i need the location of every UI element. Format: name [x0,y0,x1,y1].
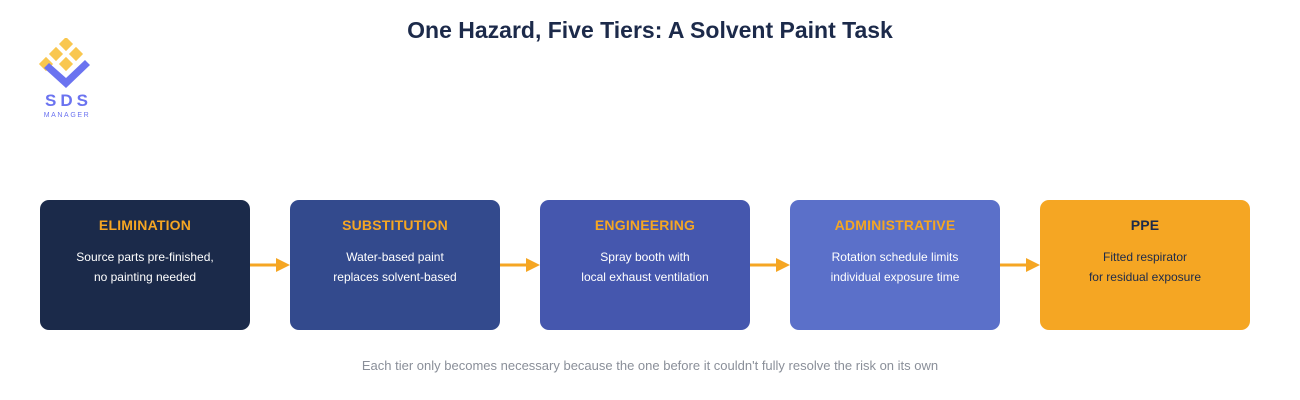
tier-desc-line: individual exposure time [830,270,960,284]
tier-desc-line: Spray booth with [600,250,690,264]
tier-desc-line: for residual exposure [1088,270,1202,284]
tier-description: Spray booth with local exhaust ventilati… [540,247,750,287]
logo-mark-icon [38,38,90,88]
logo-wordmark: SDS [45,91,92,110]
tier-desc-line: no painting needed [93,270,197,284]
footnote: Each tier only becomes necessary because… [361,358,939,373]
tier-desc-line: replaces solvent-based [333,270,457,284]
tier-desc-line: local exhaust ventilation [581,270,709,284]
tier-name: SUBSTITUTION [342,217,448,233]
tier-desc-line: Source parts pre-finished, [76,250,214,264]
right-arrow-icon [1000,258,1040,272]
tier-card-ppe: PPE Fitted respirator for residual expos… [1040,200,1250,330]
tier-description: Fitted respirator for residual exposure [1040,247,1250,287]
tier-name: ELIMINATION [98,217,192,233]
page-title: One Hazard, Five Tiers: A Solvent Paint … [407,17,893,43]
tier-desc-line: Water-based paint [346,250,444,264]
tier-card-substitution: SUBSTITUTION Water-based paint replaces … [290,200,500,330]
tier-card-elimination: ELIMINATION Source parts pre-finished, n… [40,200,250,330]
right-arrow-icon [750,258,790,272]
right-arrow-icon [250,258,290,272]
tier-card-engineering: ENGINEERING Spray booth with local exhau… [540,200,750,330]
tier-name: PPE [1130,217,1160,233]
tier-description: Rotation schedule limits individual expo… [790,247,1000,287]
tier-name: ADMINISTRATIVE [834,217,956,233]
sds-manager-logo: SDS MANAGER [38,38,96,124]
tier-description: Source parts pre-finished, no painting n… [40,247,250,287]
right-arrow-icon [500,258,540,272]
tier-description: Water-based paint replaces solvent-based [290,247,500,287]
tier-desc-line: Rotation schedule limits [831,250,959,264]
logo-subtitle: MANAGER [43,112,91,119]
tier-card-administrative: ADMINISTRATIVE Rotation schedule limits … [790,200,1000,330]
tier-desc-line: Fitted respirator [1102,250,1188,264]
hierarchy-flow: ELIMINATION Source parts pre-finished, n… [40,200,1250,330]
tier-name: ENGINEERING [594,217,696,233]
